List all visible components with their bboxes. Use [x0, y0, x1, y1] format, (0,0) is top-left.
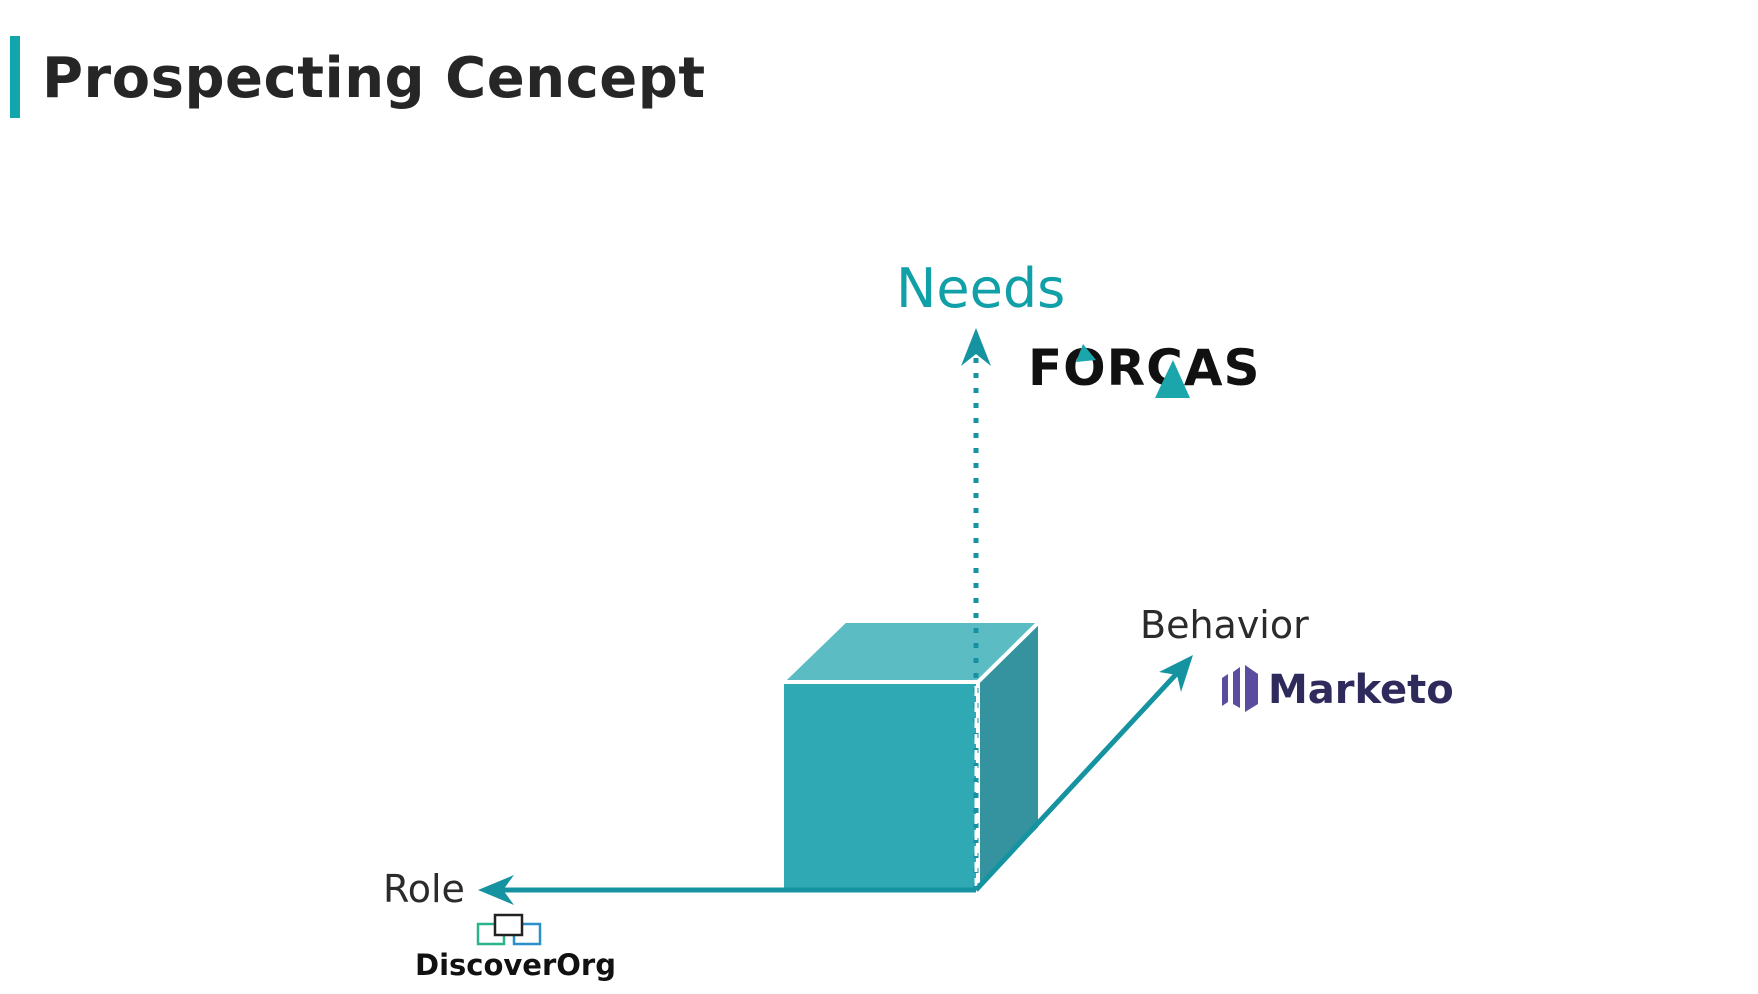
discoverorg-box-center: [493, 913, 524, 937]
marketo-mark-bar-2: [1233, 667, 1240, 708]
discoverorg-logo: DiscoverOrg: [415, 913, 616, 982]
discoverorg-logo-text: DiscoverOrg: [415, 948, 616, 982]
page-title: Prospecting Cencept: [42, 46, 706, 111]
behavior-axis-arrow: [974, 668, 1182, 892]
cube-front-face: [780, 680, 980, 892]
behavior-arrowhead: [1159, 655, 1193, 692]
forcas-logo-text: FORCAS: [1028, 339, 1261, 397]
forcas-logo: FORCAS: [1028, 339, 1261, 398]
forcas-triangle-large: [1155, 360, 1190, 398]
marketo-mark-bar-1: [1222, 674, 1228, 706]
forcas-triangle-small: [1076, 344, 1096, 362]
title-accent-bar: [10, 36, 20, 118]
needs-label: Needs: [896, 257, 1066, 320]
marketo-logo: Marketo: [1222, 665, 1454, 713]
needs-arrowhead: [961, 328, 991, 366]
role-arrowhead: [478, 875, 514, 905]
behavior-label: Behavior: [1140, 603, 1309, 647]
cube: [777, 616, 1045, 895]
marketo-logo-text: Marketo: [1268, 667, 1454, 713]
role-label: Role: [383, 867, 465, 911]
marketo-mark-bar-3: [1245, 665, 1258, 712]
